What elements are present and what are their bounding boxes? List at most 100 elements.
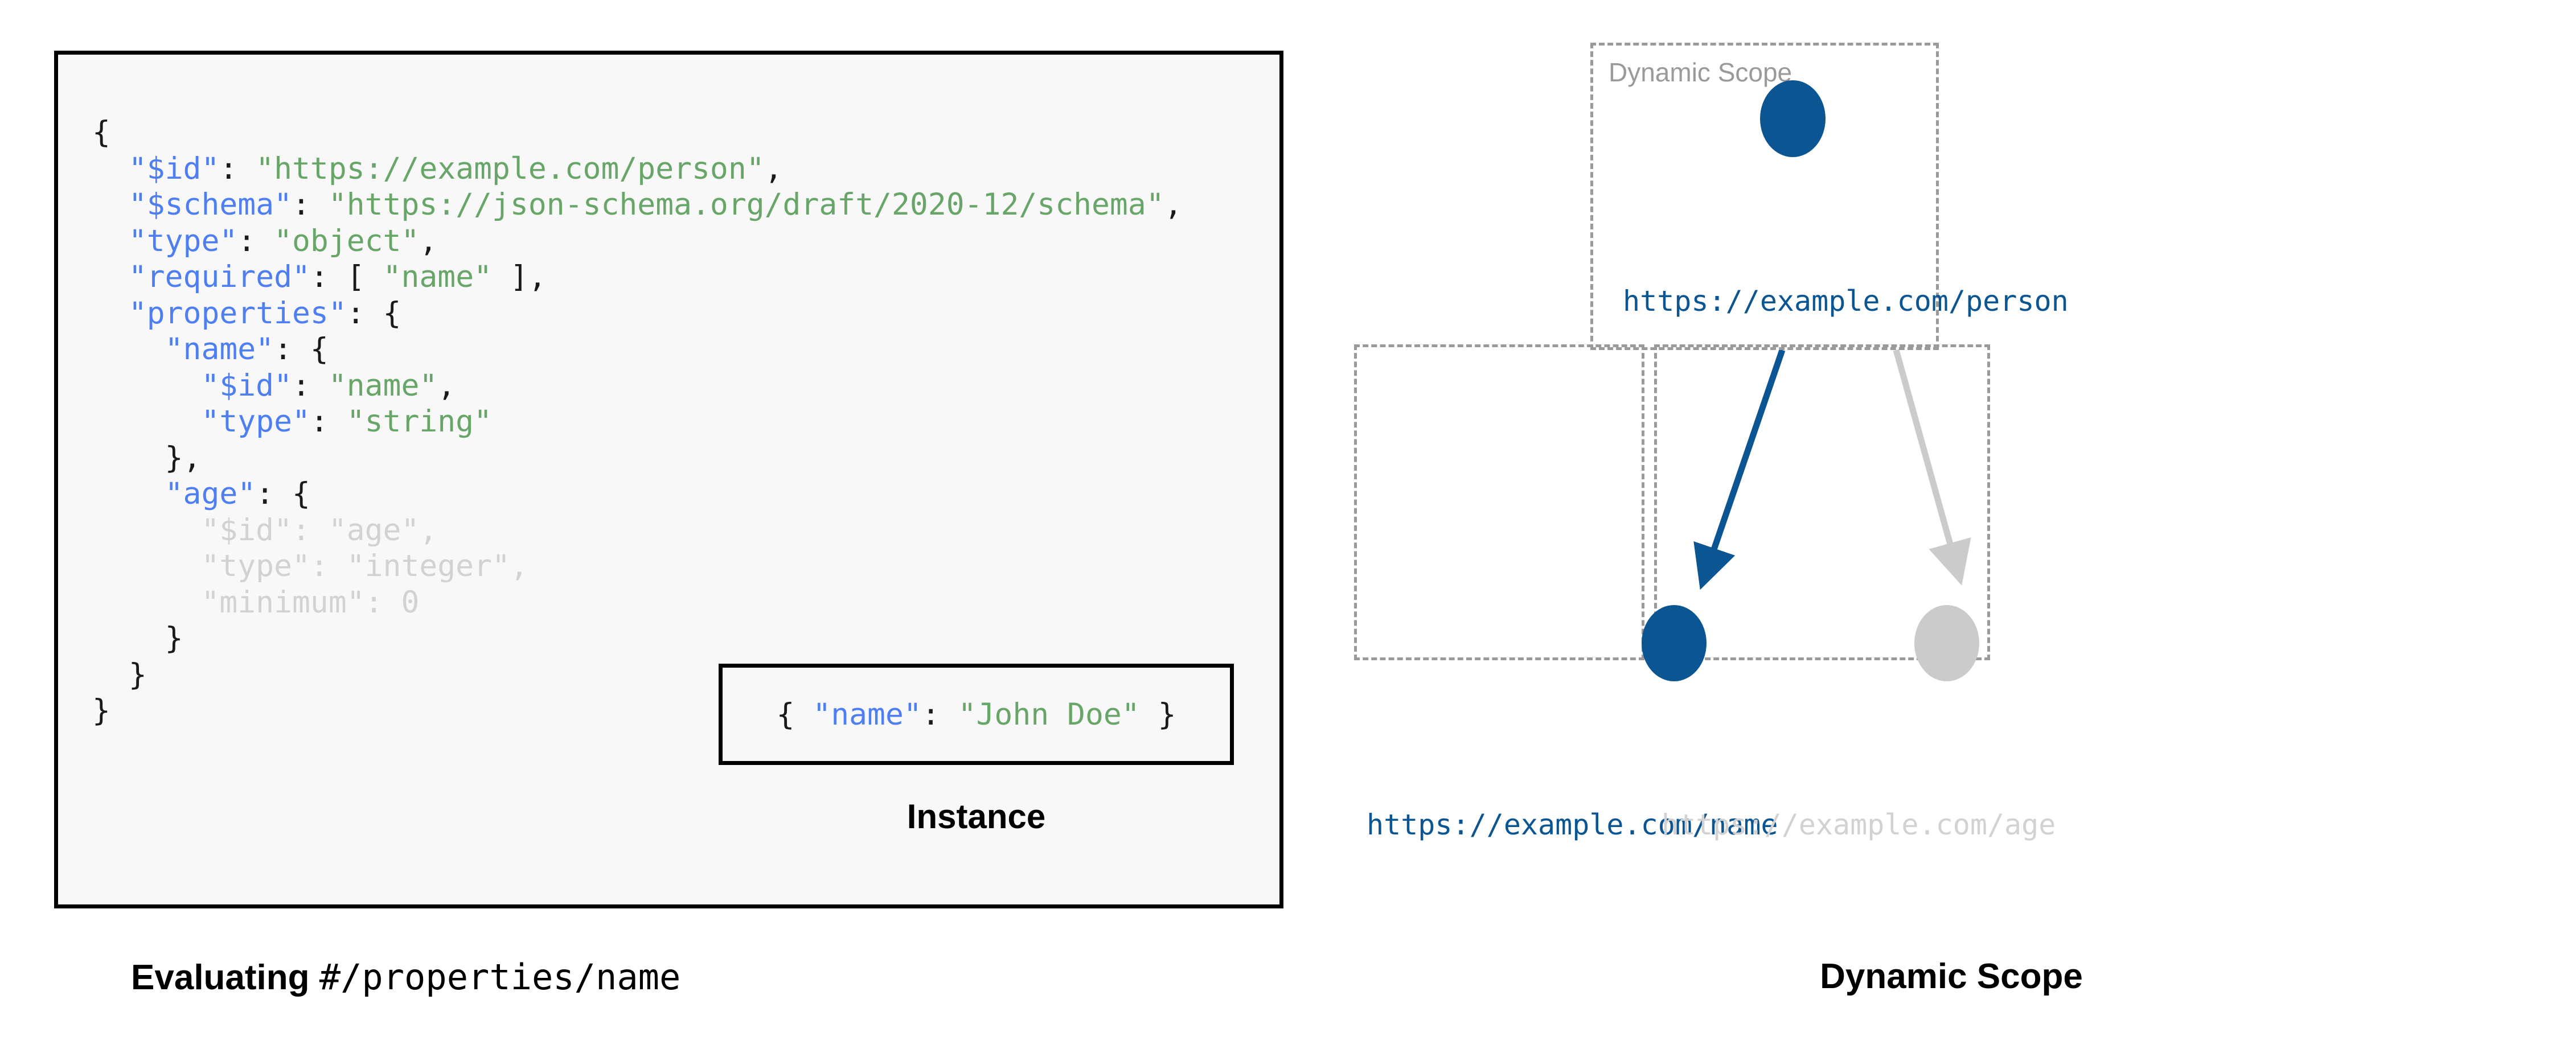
code-token (92, 476, 165, 511)
code-token: : [ (310, 260, 383, 294)
code-token: , (1164, 187, 1183, 222)
instance-token: } (1139, 697, 1176, 732)
scope-box-name (1354, 344, 1644, 660)
instance-caption: Instance (906, 797, 1046, 836)
code-token: , (764, 151, 783, 186)
code-token: "required" (128, 260, 310, 294)
code-token: "integer" (346, 549, 510, 583)
code-token: } (92, 693, 110, 728)
code-token: "$schema" (128, 187, 293, 222)
code-token: { (92, 115, 110, 150)
code-line: "$id": "https://example.com/person", (92, 151, 1183, 187)
code-token: : (292, 187, 329, 222)
dynamic-scope-caption: Dynamic Scope (1820, 957, 2083, 996)
code-token: "age" (165, 476, 256, 511)
code-token: 0 (401, 585, 420, 620)
code-line: "required": [ "name" ], (92, 259, 1183, 295)
code-line: "type": "string" (92, 404, 1183, 440)
code-line: "$id": "name", (92, 368, 1183, 404)
schema-code-panel: { "$id": "https://example.com/person", "… (54, 51, 1283, 908)
instance-token: : (921, 697, 958, 732)
code-line: } (92, 657, 1183, 693)
code-token: "$id" (128, 151, 220, 186)
code-token: "name" (383, 260, 493, 294)
code-token: "$id" (201, 368, 292, 403)
code-token: "$id" (201, 512, 292, 548)
code-token: : { (256, 476, 310, 511)
code-token: : (310, 404, 347, 439)
code-token: "type" (201, 404, 310, 439)
code-token: "https://example.com/person" (256, 151, 765, 186)
code-line: "properties": { (92, 295, 1183, 332)
code-token: : (292, 368, 329, 403)
code-token: : (219, 151, 256, 186)
instance-token: { (776, 697, 813, 732)
code-token: : (310, 549, 347, 583)
instance-token: "John Doe" (958, 697, 1140, 732)
code-token: , (419, 223, 438, 258)
node-person-circle (1760, 80, 1826, 157)
code-token (92, 260, 129, 294)
code-token: "properties" (128, 295, 347, 331)
instance-box: { "name": "John Doe" } (719, 664, 1234, 765)
code-token: ], (492, 260, 547, 294)
code-line: "age": { (92, 476, 1183, 512)
node-age-circle (1914, 605, 1979, 681)
code-token: "type" (128, 223, 238, 258)
node-age-label: https://example.com/age (1662, 808, 2056, 841)
code-line: "type": "integer", (92, 548, 1183, 585)
code-line: "type": "object", (92, 223, 1183, 260)
code-token: } (92, 621, 183, 656)
dynamic-scope-label: Dynamic Scope (1609, 57, 1792, 87)
code-line: "minimum": 0 (92, 585, 1183, 621)
instance-code: { "name": "John Doe" } (776, 697, 1176, 732)
node-name-circle (1642, 605, 1707, 681)
code-line: "name": { (92, 331, 1183, 368)
code-token (92, 513, 201, 548)
code-line: "$id": "age", (92, 512, 1183, 549)
evaluating-caption: Evaluating #/properties/name (131, 956, 680, 998)
code-token (92, 404, 201, 439)
code-token (92, 151, 129, 186)
code-token: : { (274, 332, 329, 367)
code-token (92, 368, 201, 403)
code-token (92, 549, 201, 583)
code-token: "string" (346, 404, 493, 439)
scope-box-age (1654, 344, 1990, 660)
code-line: } (92, 620, 1183, 657)
node-name-label: https://example.com/name (1367, 808, 1778, 841)
schema-code-block: { "$id": "https://example.com/person", "… (92, 114, 1183, 729)
code-line: { (92, 114, 1183, 151)
code-token: "https://json-schema.org/draft/2020-12/s… (328, 187, 1164, 222)
code-token: "age" (328, 512, 420, 548)
code-token: : (364, 585, 401, 620)
code-line: }, (92, 440, 1183, 476)
code-line: "$schema": "https://json-schema.org/draf… (92, 187, 1183, 223)
evaluating-caption-pointer: #/properties/name (319, 956, 681, 998)
schema-panel: { "$id": "https://example.com/person", "… (54, 51, 1283, 998)
code-token: "name" (165, 332, 274, 367)
code-token: }, (92, 440, 202, 475)
code-token: "minimum" (201, 585, 365, 620)
code-token (92, 585, 201, 620)
code-token (92, 332, 165, 367)
code-token: : (292, 512, 329, 548)
code-line: } (92, 693, 1183, 729)
code-token: "type" (201, 549, 310, 583)
instance-token: "name" (813, 697, 922, 732)
code-token: , (437, 368, 456, 403)
node-person-label: https://example.com/person (1623, 285, 2069, 318)
code-token: , (510, 549, 528, 583)
code-token (92, 187, 129, 222)
code-token: } (92, 657, 147, 692)
code-token: "object" (274, 223, 420, 258)
dynamic-scope-panel: Dynamic Scope https://example.com/person… (1327, 0, 2576, 1053)
scope-box-person (1590, 43, 1939, 350)
code-token (92, 296, 129, 331)
evaluating-caption-label: Evaluating (131, 958, 319, 997)
code-token: , (419, 512, 438, 548)
code-token: : (237, 223, 274, 258)
code-token (92, 224, 129, 258)
code-token: : { (346, 295, 401, 331)
code-token: "name" (328, 368, 438, 403)
